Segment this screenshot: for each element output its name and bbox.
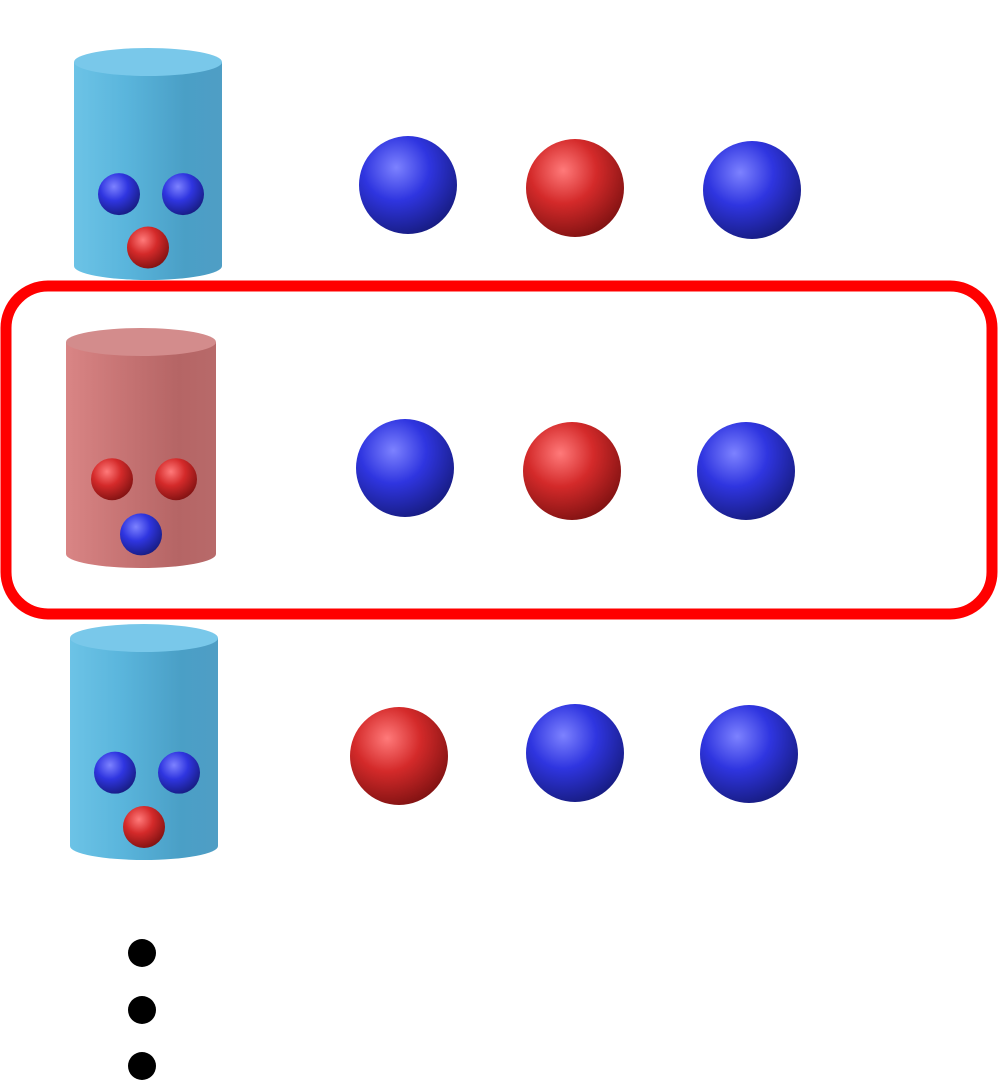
blue-drawn-ball — [703, 141, 801, 239]
blue-drawn-ball — [359, 136, 457, 234]
urn — [66, 328, 216, 568]
blue-ball-in-urn — [158, 751, 200, 794]
row-1 — [74, 48, 801, 280]
red-ball-in-urn — [155, 458, 197, 501]
urn-body — [74, 62, 222, 280]
blue-ball-in-urn — [162, 173, 204, 216]
row-2 — [66, 328, 795, 568]
ellipsis-dot — [128, 996, 156, 1024]
blue-drawn-ball — [526, 704, 624, 802]
red-drawn-ball — [523, 422, 621, 520]
blue-drawn-ball — [697, 422, 795, 520]
red-drawn-ball — [350, 707, 448, 805]
highlight-box — [0, 280, 998, 620]
red-ball-in-urn — [91, 458, 133, 501]
red-drawn-ball — [526, 139, 624, 237]
red-ball-in-urn — [127, 226, 169, 269]
blue-ball-in-urn — [94, 751, 136, 794]
blue-ball-in-urn — [98, 173, 140, 216]
blue-ball-in-urn — [120, 513, 162, 556]
urn-top — [70, 624, 218, 652]
urn-top — [66, 328, 216, 356]
row-3 — [70, 624, 798, 860]
ellipsis-dot — [128, 939, 156, 967]
ellipsis-dot — [128, 1052, 156, 1080]
urn — [74, 48, 222, 280]
urn-body — [70, 638, 218, 860]
red-ball-in-urn — [123, 805, 165, 848]
urn-body — [66, 342, 216, 568]
urn — [70, 624, 218, 860]
blue-drawn-ball — [356, 419, 454, 517]
blue-drawn-ball — [700, 705, 798, 803]
urn-top — [74, 48, 222, 76]
vertical-ellipsis — [128, 939, 156, 1080]
rows-layer — [66, 48, 801, 860]
